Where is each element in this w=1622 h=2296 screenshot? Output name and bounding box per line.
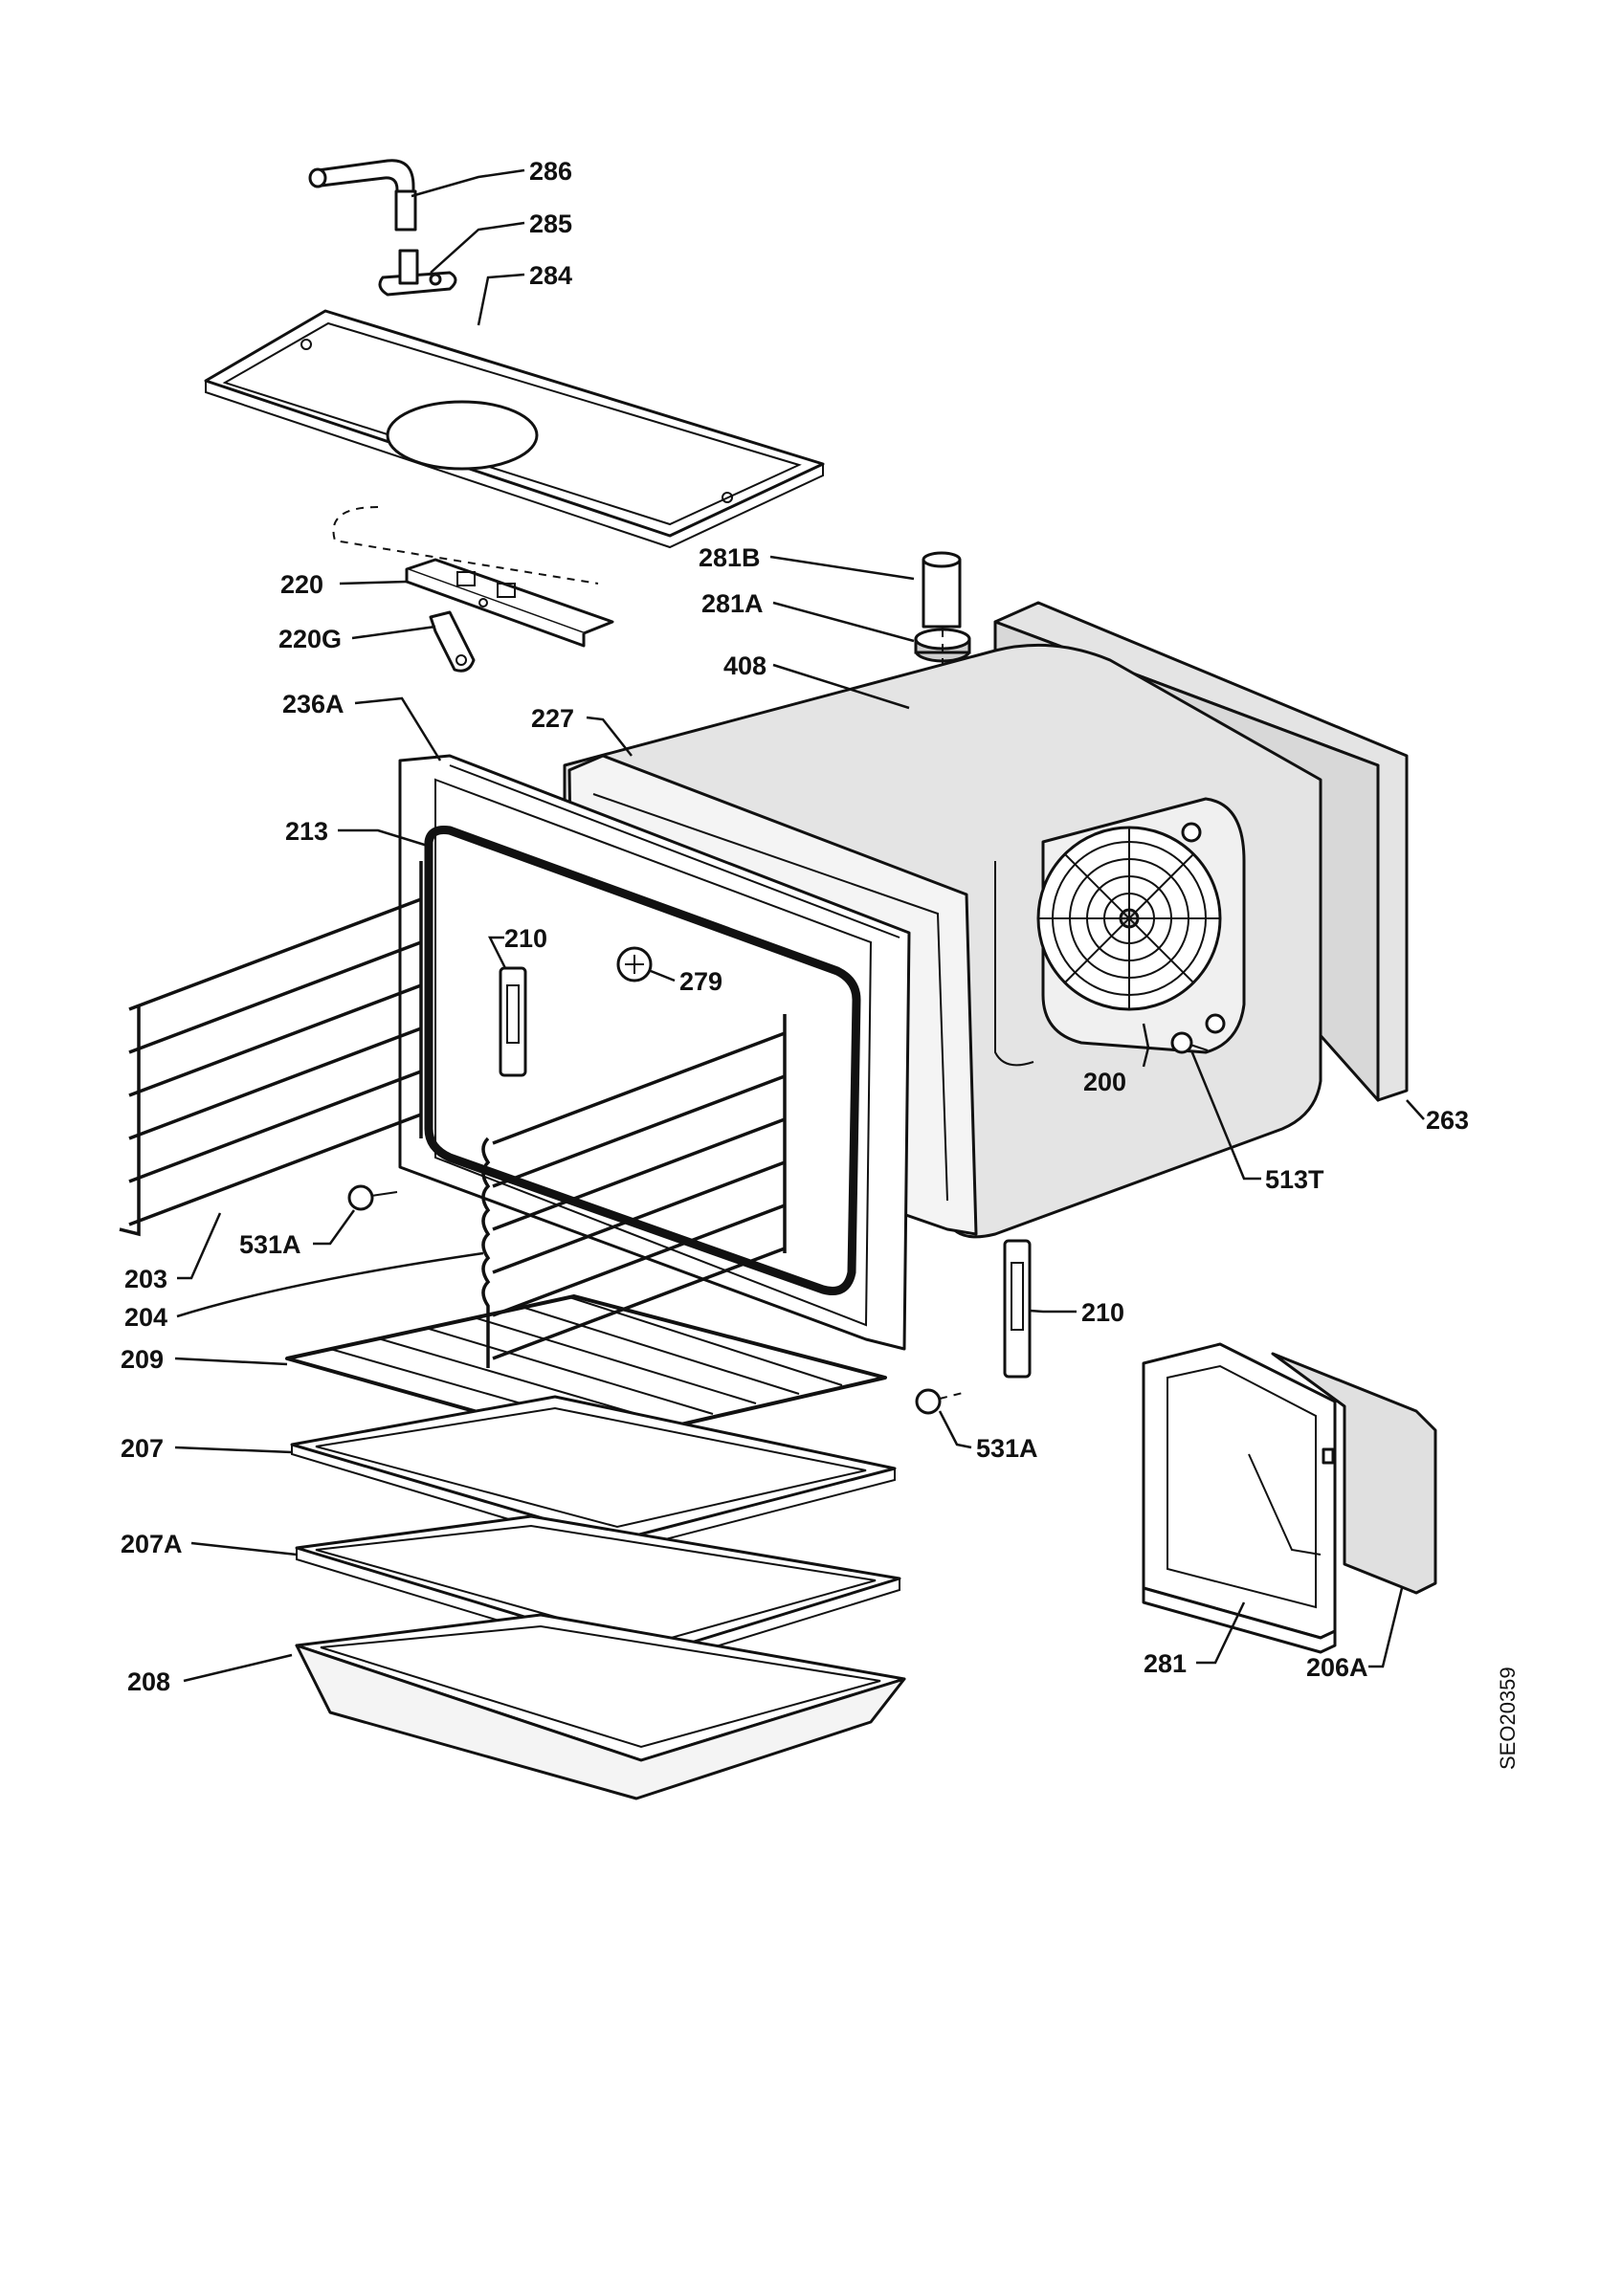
label-227: 227 xyxy=(531,704,574,733)
part-236A-front-frame xyxy=(398,754,911,1351)
label-281B: 281B xyxy=(699,543,761,572)
label-531A-right: 531A xyxy=(976,1434,1038,1463)
part-203-shelf-rack xyxy=(119,861,423,1237)
label-408: 408 xyxy=(723,651,767,680)
part-220-bracket xyxy=(405,558,614,648)
label-204: 204 xyxy=(124,1303,167,1332)
part-210-hinge-right xyxy=(1003,1239,1032,1379)
wire-dashed xyxy=(332,506,599,585)
part-213-door-seal xyxy=(424,826,861,1295)
part-210-hinge-left xyxy=(499,966,527,1077)
part-279-plug xyxy=(616,946,653,982)
label-286: 286 xyxy=(529,157,572,186)
label-213: 213 xyxy=(285,817,328,846)
label-236A: 236A xyxy=(282,690,344,718)
label-263: 263 xyxy=(1426,1106,1469,1135)
screw-531A-icon xyxy=(915,1388,967,1415)
label-220G: 220G xyxy=(278,625,342,653)
part-208-deep-tray xyxy=(295,1613,906,1800)
drawing-code: SEO20359 xyxy=(1496,1667,1520,1770)
label-210-left: 210 xyxy=(504,924,547,953)
part-284-top-cover xyxy=(204,309,825,549)
label-279: 279 xyxy=(679,967,722,996)
screw-513T-icon xyxy=(1170,1031,1209,1054)
part-285-flange xyxy=(378,249,457,297)
label-285: 285 xyxy=(529,210,572,238)
part-204-shelf-rack xyxy=(481,1014,787,1368)
label-284: 284 xyxy=(529,261,572,290)
fan-icon xyxy=(1036,797,1246,1054)
label-206A: 206A xyxy=(1306,1653,1368,1682)
label-209: 209 xyxy=(121,1345,164,1374)
label-200: 200 xyxy=(1083,1068,1126,1096)
label-203: 203 xyxy=(124,1265,167,1293)
part-206A-filter xyxy=(1248,1352,1437,1595)
label-281A: 281A xyxy=(701,589,764,618)
part-281-frame xyxy=(1142,1342,1337,1654)
screw-531A-icon xyxy=(347,1184,398,1211)
label-281: 281 xyxy=(1144,1649,1187,1678)
label-207A: 207A xyxy=(121,1530,183,1558)
part-286-pipe-elbow xyxy=(308,159,417,232)
leader-lines xyxy=(174,168,1425,1683)
part-220G-clip xyxy=(429,610,476,673)
label-207: 207 xyxy=(121,1434,164,1463)
label-210-right: 210 xyxy=(1081,1298,1124,1327)
label-220: 220 xyxy=(280,570,323,599)
part-281B-tube xyxy=(922,551,962,629)
label-208: 208 xyxy=(127,1667,170,1696)
label-531A-left: 531A xyxy=(239,1230,301,1259)
label-513T: 513T xyxy=(1265,1165,1324,1194)
